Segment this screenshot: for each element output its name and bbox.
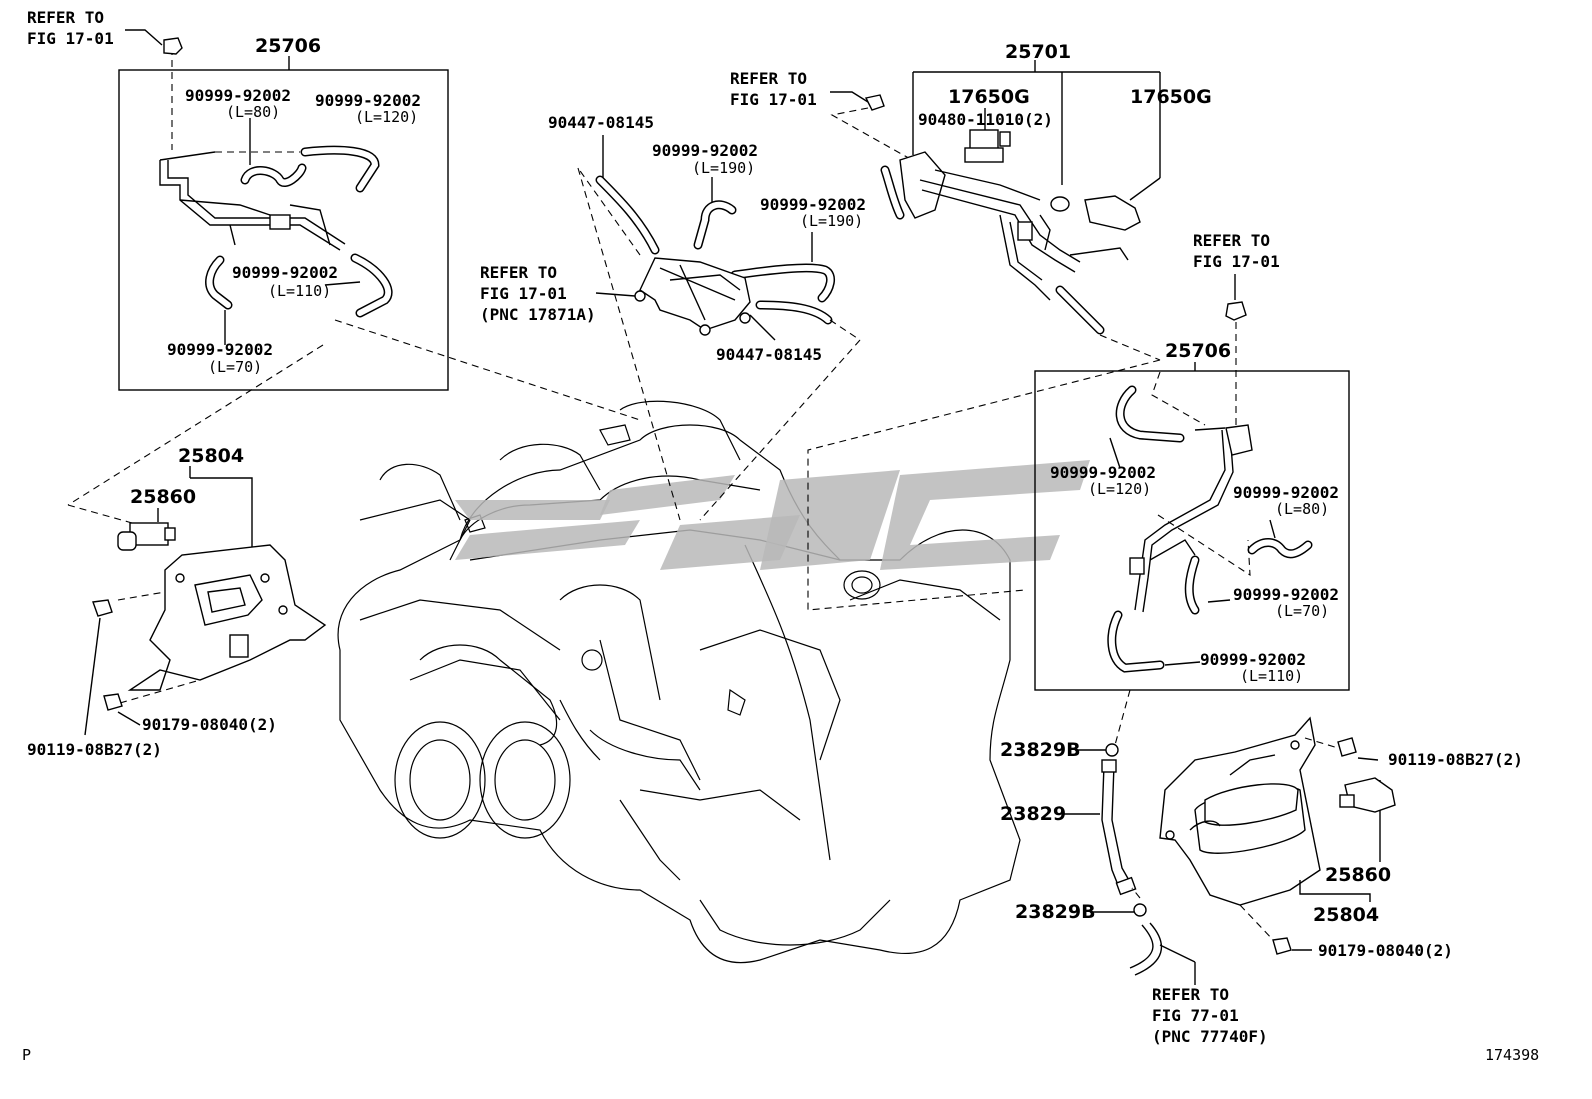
vsv-bracket-left: 25804 25860 90179-08040(2) 90119-08B27(2… <box>27 445 327 759</box>
corner-letter: P <box>22 1046 31 1064</box>
label-mid-hose-a: 90999-92002 <box>652 141 758 160</box>
label-c17650g-b: 17650G <box>1130 86 1212 108</box>
label-b-23829b-top: 23829B <box>1000 739 1081 761</box>
label-b-23829b-bot: 23829B <box>1015 901 1096 923</box>
label-refer-mid-2: FIG 17-01 <box>730 90 817 109</box>
label-refer-pnc-3: (PNC 17871A) <box>480 305 596 324</box>
label-c25804-right: 25804 <box>1313 904 1379 926</box>
label-mid-hose-b-len: (L=190) <box>800 212 863 230</box>
label-refer-right-2: FIG 17-01 <box>1193 252 1280 271</box>
label-c25860-left: 25860 <box>130 486 196 508</box>
label-tl-hose-a: 90999-92002 <box>185 86 291 105</box>
label-r-hose-c: 90999-92002 <box>1233 585 1339 604</box>
label-r-hose-a: 90999-92002 <box>1050 463 1156 482</box>
label-r-hose-b-len: (L=80) <box>1275 500 1329 518</box>
label-refer-bottom-2: FIG 77-01 <box>1152 1006 1239 1025</box>
nut-icon <box>103 693 123 711</box>
nut-icon <box>1272 937 1292 955</box>
label-tl-hose-c: 90999-92002 <box>232 263 338 282</box>
label-mid-90447-a: 90447-08145 <box>548 113 654 132</box>
label-tr-90480: 90480-11010(2) <box>918 110 1053 129</box>
label-b-23829: 23829 <box>1000 803 1066 825</box>
vsv-bracket-right: 25860 25804 90119-08B27(2) 90179-08040(2… <box>1159 716 1523 960</box>
bolt-icon <box>92 599 113 617</box>
box-25706-left: 25706 90999-92002 (L=80) 90999-92002 (L=… <box>118 35 449 391</box>
figure-number: 174398 <box>1485 1046 1539 1064</box>
refer-note-top-left: REFER TO FIG 17-01 <box>27 8 183 55</box>
label-tl-hose-b-len: (L=120) <box>355 108 418 126</box>
label-br-90179: 90179-08040(2) <box>1318 941 1453 960</box>
label-c25706-right: 25706 <box>1165 340 1231 362</box>
hose-23829-group: 23829B 23829 23829B <box>1000 689 1196 985</box>
label-refer-pnc-1: REFER TO <box>480 263 557 282</box>
refer-note-pnc-17871a: REFER TO FIG 17-01 (PNC 17871A) <box>480 263 596 324</box>
refer-note-mid-top: REFER TO FIG 17-01 <box>730 69 931 171</box>
label-l-90179: 90179-08040(2) <box>142 715 277 734</box>
label-refer-top-left-2: FIG 17-01 <box>27 29 114 48</box>
label-refer-pnc-2: FIG 17-01 <box>480 284 567 303</box>
label-tl-hose-b: 90999-92002 <box>315 91 421 110</box>
label-tl-hose-d-len: (L=70) <box>208 358 262 376</box>
label-tl-hose-c-len: (L=110) <box>268 282 331 300</box>
bolt-icon <box>864 94 885 111</box>
label-r-hose-d: 90999-92002 <box>1200 650 1306 669</box>
label-r-hose-b: 90999-92002 <box>1233 483 1339 502</box>
label-c25706-top: 25706 <box>255 35 321 57</box>
nut-icon <box>1225 301 1247 321</box>
label-tl-hose-d: 90999-92002 <box>167 340 273 359</box>
label-refer-bottom-3: (PNC 77740F) <box>1152 1027 1268 1046</box>
box-25706-right: 25706 90999-92002 (L=120) 90999-92002 (L… <box>1034 340 1350 691</box>
label-mid-90447-b: 90447-08145 <box>716 345 822 364</box>
label-refer-right-1: REFER TO <box>1193 231 1270 250</box>
label-l-90119: 90119-08B27(2) <box>27 740 162 759</box>
label-c25860-right: 25860 <box>1325 864 1391 886</box>
label-tl-hose-a-len: (L=80) <box>226 103 280 121</box>
label-c17650g-a: 17650G <box>948 86 1030 108</box>
watermark-logo <box>455 460 1090 570</box>
label-c25804-left: 25804 <box>178 445 244 467</box>
nut-icon <box>163 37 183 55</box>
label-br-90119: 90119-08B27(2) <box>1388 750 1523 769</box>
label-mid-hose-b: 90999-92002 <box>760 195 866 214</box>
label-r-hose-c-len: (L=70) <box>1275 602 1329 620</box>
label-c25701: 25701 <box>1005 41 1071 63</box>
label-mid-hose-a-len: (L=190) <box>692 159 755 177</box>
label-refer-top-left-1: REFER TO <box>27 8 104 27</box>
label-refer-bottom-1: REFER TO <box>1152 985 1229 1004</box>
bolt-icon <box>1337 737 1357 757</box>
vsv-assembly-25701: 25701 17650G 17650G 90480-11010(2) <box>807 41 1212 611</box>
label-refer-mid-1: REFER TO <box>730 69 807 88</box>
refer-note-bottom: REFER TO FIG 77-01 (PNC 77740F) <box>1152 985 1268 1046</box>
label-r-hose-a-len: (L=120) <box>1088 480 1151 498</box>
refer-note-right: REFER TO FIG 17-01 <box>1193 231 1280 430</box>
middle-bracket-group: 90447-08145 90999-92002 (L=190) 90999-92… <box>548 113 866 521</box>
engine-illustration <box>337 400 1021 964</box>
label-r-hose-d-len: (L=110) <box>1240 667 1303 685</box>
